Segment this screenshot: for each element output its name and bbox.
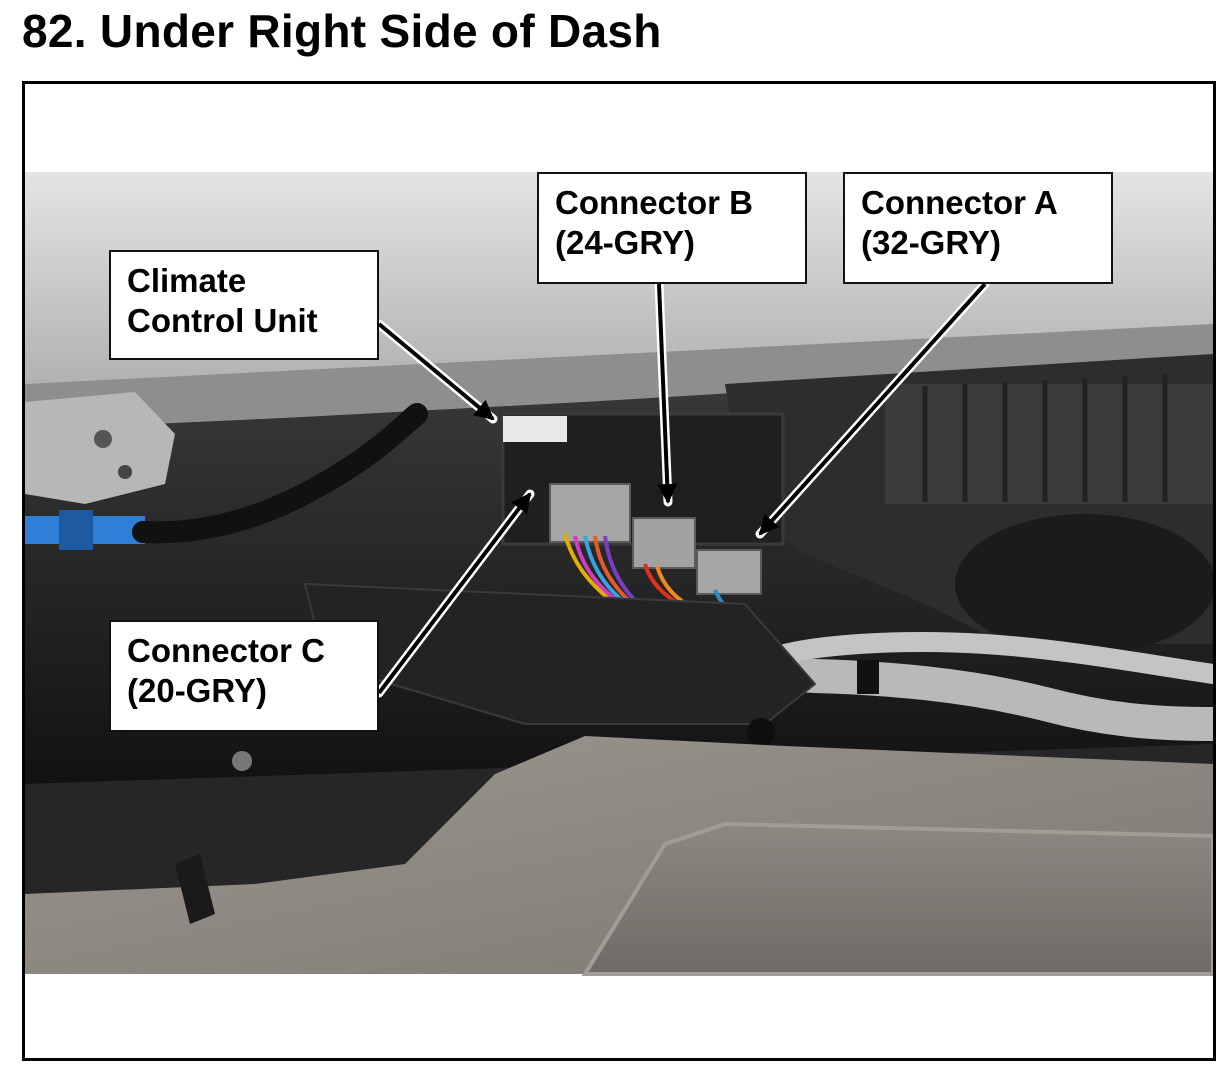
callout-connector-c-line2: (20-GRY) (127, 672, 267, 709)
callout-connector-b: Connector B (24-GRY) (537, 172, 807, 284)
connector-a-shell (696, 549, 762, 595)
callout-connector-b-line1: Connector B (555, 184, 753, 221)
harness-clip (857, 660, 879, 694)
lower-fastener (747, 718, 775, 746)
bracket-bolt (94, 430, 112, 448)
callout-connector-a-line1: Connector A (861, 184, 1058, 221)
floor-support (175, 854, 215, 924)
connector-b-shell (632, 517, 696, 569)
arrow-connector-b (657, 283, 678, 504)
connector-c-shell (549, 483, 631, 543)
corrugated-duct (885, 384, 1213, 504)
dash-trim-lip (25, 324, 1213, 430)
duct-ribs (922, 374, 1168, 502)
callout-connector-a-line2: (32-GRY) (861, 224, 1001, 261)
left-harness (132, 403, 428, 544)
left-fastener (232, 751, 252, 771)
figure-frame: Climate Control Unit Connector B (24-GRY… (22, 81, 1216, 1061)
arrow-climate-control-unit (377, 322, 495, 421)
callout-connector-a: Connector A (32-GRY) (843, 172, 1113, 284)
callout-arrows (374, 279, 990, 698)
callout-connector-c: Connector C (20-GRY) (109, 620, 379, 732)
page-title: 82. Under Right Side of Dash (22, 5, 662, 57)
metal-bracket (25, 392, 175, 504)
arrow-connector-c (377, 492, 532, 695)
callout-connector-c-line1: Connector C (127, 632, 325, 669)
callout-climate-control-unit: Climate Control Unit (109, 250, 379, 360)
floor-mat (581, 821, 1213, 976)
callout-climate-control-unit-line2: Control Unit (127, 302, 318, 339)
blue-connector-clip (59, 510, 93, 550)
arrow-connector-a (758, 282, 987, 536)
callout-connector-b-line2: (24-GRY) (555, 224, 695, 261)
unit-label-tab (503, 416, 567, 442)
blower-motor (955, 514, 1213, 654)
callout-climate-control-unit-line1: Climate (127, 262, 247, 299)
bracket-bolt-2 (118, 465, 132, 479)
taped-harness-branch (775, 632, 1213, 684)
